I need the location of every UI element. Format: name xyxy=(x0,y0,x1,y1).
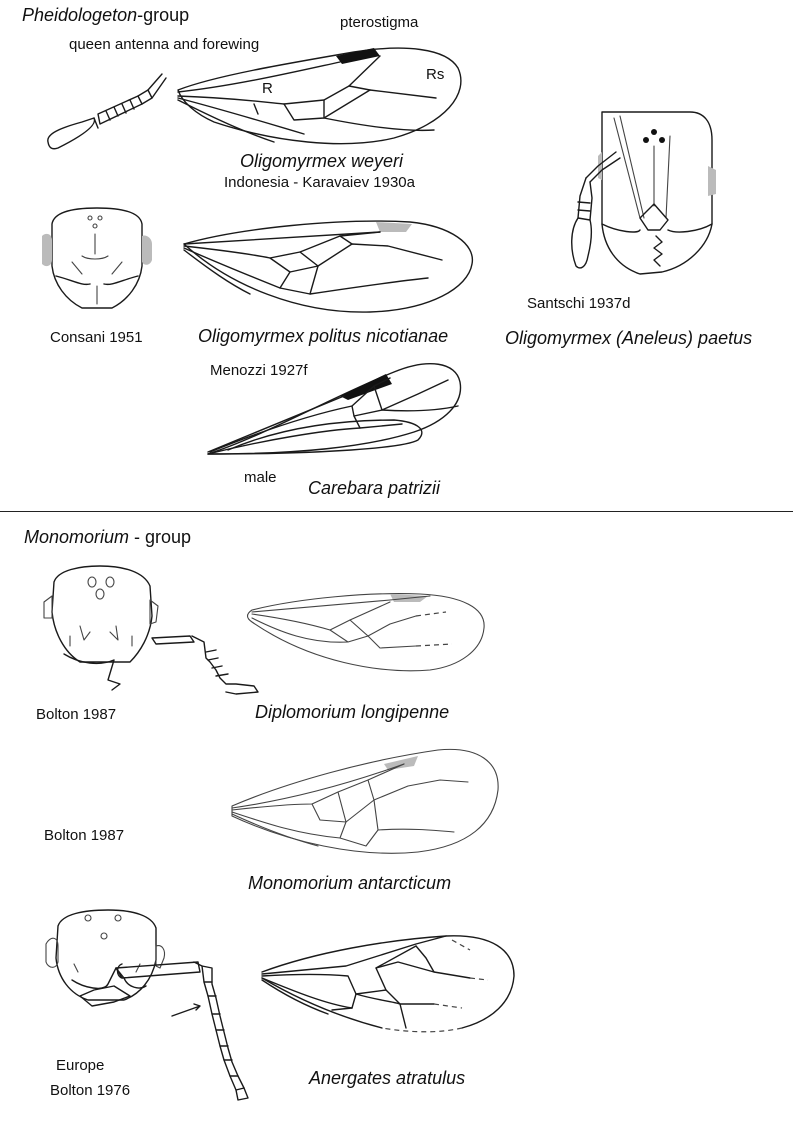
monomorium-antarcticum-name: Monomorium antarcticum xyxy=(248,873,452,893)
carebara-patrizii-name: Carebara patrizii xyxy=(308,478,441,498)
diplomorium-head-drawing xyxy=(40,566,264,696)
anergates-head-drawing xyxy=(44,906,256,1100)
weyeri-antenna-drawing xyxy=(38,68,170,154)
monomorium-group-heading: Monomorium - group xyxy=(24,526,191,548)
diplomorium-forewing-drawing xyxy=(240,588,488,672)
male-label: male xyxy=(244,469,277,486)
paetus-head-drawing xyxy=(558,106,716,282)
oligomyrmex-weyeri-name: Oligomyrmex weyeri xyxy=(240,151,404,171)
politus-forewing-drawing xyxy=(180,214,480,314)
vein-rs-label: Rs xyxy=(426,66,445,83)
bolton-1976-source: Bolton 1976 xyxy=(50,1082,131,1099)
group-suffix: -group xyxy=(137,5,190,25)
bolton-1987-a-source: Bolton 1987 xyxy=(36,706,117,723)
karavaiev-source: Indonesia - Karavaiev 1930a xyxy=(224,174,415,191)
genus-name: Monomorium xyxy=(24,527,130,547)
bolton-1987-b-source: Bolton 1987 xyxy=(44,827,125,844)
anergates-atratulus-name: Anergates atratulus xyxy=(309,1068,466,1088)
oligomyrmex-paetus-name: Oligomyrmex (Aneleus) paetus xyxy=(505,328,753,348)
section-divider xyxy=(0,511,793,512)
diplomorium-longipenne-name: Diplomorium longipenne xyxy=(255,702,450,722)
politus-head-drawing xyxy=(42,204,152,318)
queen-antenna-forewing-label: queen antenna and forewing xyxy=(69,36,260,53)
consani-source: Consani 1951 xyxy=(50,329,143,346)
santschi-source: Santschi 1937d xyxy=(527,295,631,312)
pheidologeton-group-heading: Pheidologeton-group xyxy=(22,4,189,26)
group-suffix: - group xyxy=(129,527,192,547)
oligomyrmex-politus-name: Oligomyrmex politus nicotianae xyxy=(198,326,449,346)
antarcticum-forewing-drawing xyxy=(228,742,504,858)
weyeri-forewing-drawing xyxy=(174,42,466,150)
pterostigma-label: pterostigma xyxy=(340,14,419,31)
menozzi-source: Menozzi 1927f xyxy=(210,362,308,379)
genus-name: Pheidologeton xyxy=(22,5,138,25)
carebara-male-wing-drawing xyxy=(204,356,466,462)
anergates-forewing-drawing xyxy=(256,928,520,1038)
vein-r-label: R xyxy=(262,80,273,97)
europe-label: Europe xyxy=(56,1057,105,1074)
